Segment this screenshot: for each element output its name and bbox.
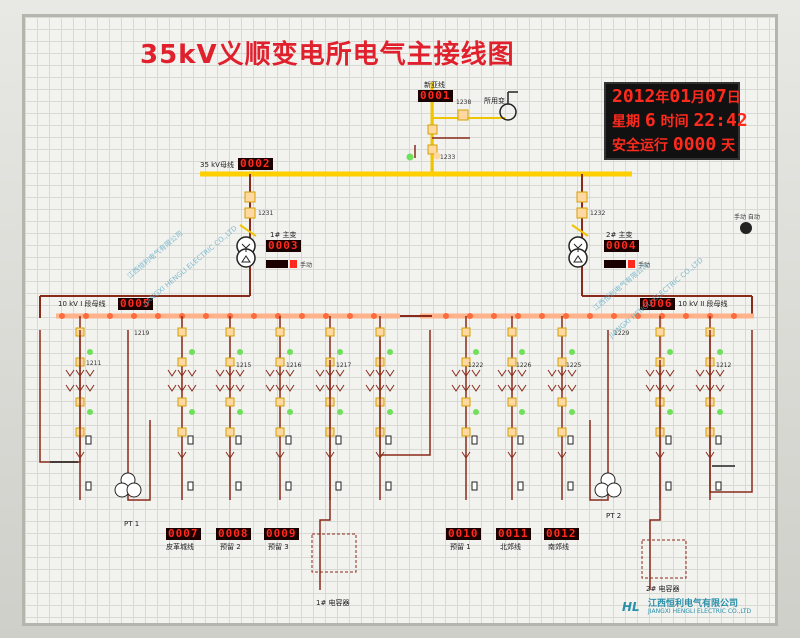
- breaker-1238: 1238: [456, 99, 472, 106]
- feeder-number: 1229: [614, 330, 630, 337]
- bus-10kv-2-counter: 0006: [640, 297, 675, 310]
- feeder-number: 1222: [468, 362, 484, 369]
- time-value: 22:42: [693, 110, 748, 131]
- bus-10kv-2-label: 10 kV II 段母线: [678, 300, 728, 308]
- time-label: 时间: [660, 114, 689, 130]
- bus-lamp: [203, 313, 209, 319]
- bus-lamp: [155, 313, 161, 319]
- feeder-bay: [547, 316, 577, 500]
- transformer-1-branch: [40, 174, 297, 297]
- bus-lamp: [467, 313, 473, 319]
- clock-panel: 2012年01月07日 星期 6 时间 22:42 安全运行 0000 天: [604, 82, 748, 160]
- feeder-label: 南郊线: [548, 543, 569, 551]
- logo-english: JIANGXI HENGLI ELECTRIC CO.,LTD: [648, 608, 752, 615]
- bus-10kv-1-label: 10 kV I 段母线: [58, 300, 106, 308]
- feeder-bay: [215, 316, 245, 500]
- feeder-bay: [167, 316, 197, 500]
- feeder-number: 1219: [134, 330, 150, 337]
- bus-lamp: [635, 313, 641, 319]
- feeder-counter: 0009: [264, 527, 299, 540]
- feeder-counter: 0012: [544, 527, 579, 540]
- bus-lamp: [563, 313, 569, 319]
- bus-lamp: [107, 313, 113, 319]
- logo-brand: 江西恒利电气有限公司: [648, 599, 739, 609]
- feeder-number: 1212: [716, 362, 732, 369]
- weekday-label: 星期: [612, 114, 640, 130]
- bus-lamp: [323, 313, 329, 319]
- logo-mark: HL: [622, 600, 640, 614]
- feeder-number: 1215: [236, 362, 252, 369]
- incoming-line-counter: 0001: [418, 89, 453, 102]
- bus-lamp: [491, 313, 497, 319]
- feeder-counter: 0010: [446, 527, 481, 540]
- feeder-label: 北郊线: [500, 543, 521, 551]
- feeder-number: 1211: [86, 360, 102, 367]
- breaker-1232: 1232: [590, 210, 606, 217]
- bus-lamp: [587, 313, 593, 319]
- feeder-counter: 0007: [166, 527, 201, 540]
- clock-year-unit: 年: [655, 90, 670, 106]
- breaker-1233: 1233: [440, 154, 456, 161]
- clock-day-unit: 日: [726, 90, 741, 106]
- breaker-1231: 1231: [258, 210, 274, 217]
- bus-35kv-label: 35 kV母线: [200, 161, 234, 169]
- capacitor-1-label: 1# 电容器: [316, 599, 350, 607]
- bus-35kv-counter: 0002: [238, 157, 273, 170]
- feeder-counter: 0011: [496, 527, 531, 540]
- bus-lamp: [347, 313, 353, 319]
- feeder-bay: [451, 316, 481, 500]
- transformer-2-branch: [568, 174, 753, 316]
- bay-loops: [39, 330, 753, 590]
- incoming-line-label: 新亚线: [424, 81, 445, 89]
- safe-operation-label: 安全运行: [612, 138, 668, 154]
- transformer-2-indicator: 手动: [638, 262, 651, 269]
- transformer-1-counter: 0003: [266, 239, 301, 252]
- feeder-counter: 0008: [216, 527, 251, 540]
- bus-lamp: [731, 313, 737, 319]
- feeder-label: 皮革城线: [166, 543, 194, 551]
- pt-2-label: PT 2: [606, 512, 622, 520]
- aux-transformer-label: 所用变: [484, 97, 505, 105]
- clock-month-unit: 月: [691, 90, 706, 106]
- clock-year: 2012: [612, 86, 656, 107]
- transformer-1-label: 1# 主变: [270, 231, 297, 239]
- bus-lamp: [83, 313, 89, 319]
- bus-lamp: [443, 313, 449, 319]
- weekday-value: 6: [644, 110, 656, 131]
- bus-lamp: [371, 313, 377, 319]
- bus-10kv-1-counter: 0005: [118, 297, 153, 310]
- feeder-number: 1226: [516, 362, 532, 369]
- bus-lamp: [683, 313, 689, 319]
- feeder-bay: [265, 316, 295, 500]
- selector-knob[interactable]: [740, 222, 752, 234]
- feeder-label: 预留 2: [220, 543, 241, 551]
- transformer-1-indicator: 手动: [300, 262, 313, 269]
- feeder-bay: [497, 316, 527, 500]
- selector-label: 手动 自动: [734, 214, 760, 221]
- safe-days-value: 0000: [672, 134, 717, 155]
- transformer-2-counter: 0004: [604, 239, 639, 252]
- clock-day: 07: [705, 86, 727, 107]
- feeder-number: 1217: [336, 362, 352, 369]
- feeder-label: 预留 3: [268, 543, 289, 551]
- bus-lamp: [59, 313, 65, 319]
- bus-lamp: [611, 313, 617, 319]
- transformer-2-label: 2# 主变: [606, 231, 633, 239]
- bus-lamp: [515, 313, 521, 319]
- feeder-label: 预留 1: [450, 543, 471, 551]
- clock-month: 01: [669, 86, 692, 107]
- bus-lamp: [539, 313, 545, 319]
- feeder-number: 1225: [566, 362, 582, 369]
- feeder-number: 1216: [286, 362, 302, 369]
- bus-lamp: [251, 313, 257, 319]
- pt-1-label: PT 1: [124, 520, 140, 528]
- days-unit: 天: [721, 138, 736, 154]
- bus-lamp: [131, 313, 137, 319]
- capacitor-2-label: 2# 电容器: [646, 585, 680, 593]
- bus-lamp: [299, 313, 305, 319]
- feeder-bays: [65, 316, 725, 500]
- page-title: 35kV义顺变电所电气主接线图: [140, 40, 515, 70]
